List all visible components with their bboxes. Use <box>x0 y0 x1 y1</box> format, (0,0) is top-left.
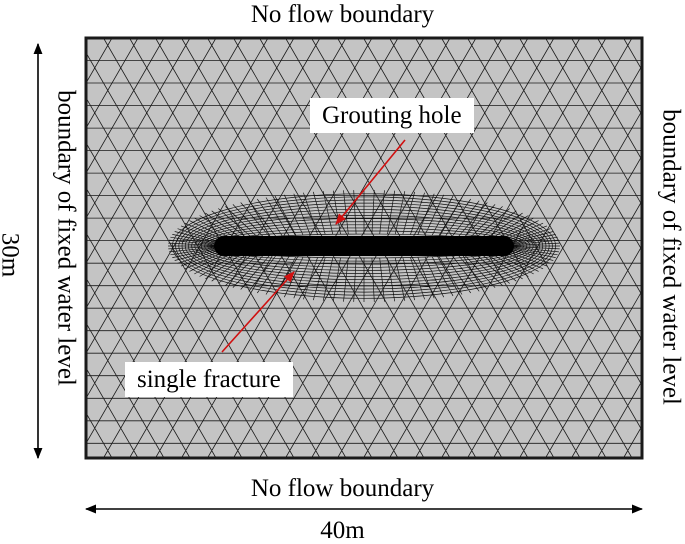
domain-border <box>84 36 644 460</box>
bottom-boundary-label: No flow boundary <box>250 475 435 502</box>
grouting-hole-callout: Grouting hole <box>310 98 474 133</box>
single-fracture <box>214 236 514 256</box>
single-fracture-callout: single fracture <box>125 362 293 397</box>
fracture-pointer <box>221 271 295 353</box>
grouting-hole-pointer <box>335 139 406 225</box>
right-boundary-label: boundary of fixed water level <box>657 109 685 405</box>
left-boundary-label: boundary of fixed water level <box>52 90 80 386</box>
width-dimension-label: 40m <box>320 517 365 544</box>
top-boundary-label: No flow boundary <box>250 1 435 28</box>
height-dimension-label: 30m <box>0 232 24 278</box>
